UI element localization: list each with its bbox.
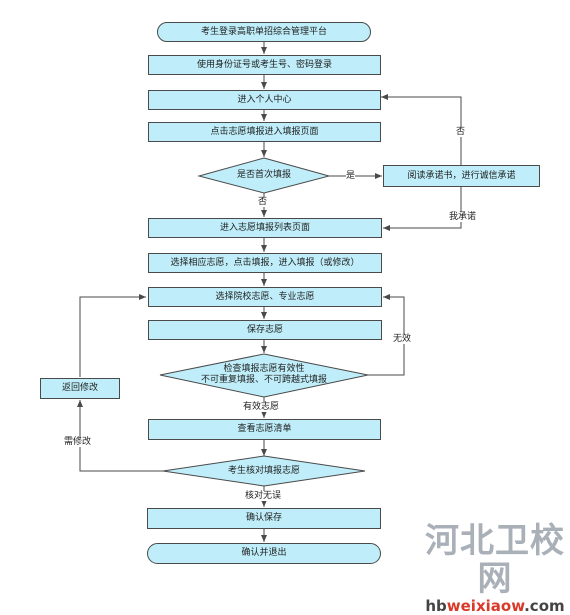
step-click-fill: 点击志愿填报进入填报页面 bbox=[148, 122, 381, 142]
end-node: 确认并退出 bbox=[147, 543, 381, 564]
arrow-promise-no-to-center bbox=[381, 94, 462, 165]
edge-label-no-first: 否 bbox=[258, 197, 268, 207]
watermark-url-suffix: .com bbox=[524, 597, 565, 615]
watermark-url: hbweixiaow.com bbox=[420, 598, 570, 614]
decision-check-validity bbox=[159, 353, 369, 398]
step-login: 使用身份证号或考生号、密码登录 bbox=[148, 55, 381, 75]
watermark-url-prefix: hb bbox=[425, 597, 447, 615]
edge-label-no-promise: 否 bbox=[456, 127, 466, 137]
arrow-need-modify bbox=[77, 400, 165, 472]
edge-label-valid: 有效志愿 bbox=[243, 402, 280, 412]
edge-label-need-modify: 需修改 bbox=[64, 437, 92, 447]
check-line-2: 不可重复填报、不可跨越式填报 bbox=[200, 375, 327, 385]
step-return-modify: 返回修改 bbox=[40, 378, 120, 399]
start-node: 考生登录高职单招综合管理平台 bbox=[157, 22, 371, 42]
decision-check-validity-label: 检查填报志愿有效性 不可重复填报、不可跨越式填报 bbox=[180, 364, 348, 386]
step-enter-center: 进入个人中心 bbox=[148, 90, 381, 110]
step-enter-list: 进入志愿填报列表页面 bbox=[148, 218, 382, 238]
decision-verify bbox=[162, 455, 366, 487]
step-view-list: 查看志愿清单 bbox=[148, 419, 381, 440]
edge-label-promised: 我承诺 bbox=[449, 212, 477, 222]
watermark-url-mid: weixiaow bbox=[446, 597, 525, 615]
step-read-promise: 阅读承诺书，进行诚信承诺 bbox=[383, 165, 540, 187]
step-confirm-save: 确认保存 bbox=[147, 508, 381, 529]
decision-first-time-label: 是否首次填报 bbox=[236, 170, 291, 180]
edge-label-verified: 核对无误 bbox=[245, 491, 282, 501]
edge-label-invalid: 无效 bbox=[393, 334, 412, 344]
check-line-1: 检查填报志愿有效性 bbox=[223, 364, 305, 374]
decision-verify-label: 考生核对填报志愿 bbox=[227, 466, 300, 476]
watermark-cn: 河北卫校网 bbox=[425, 521, 565, 599]
step-select-fill: 选择相应志愿，点击填报，进入填报（或修改） bbox=[148, 253, 382, 273]
edge-label-yes: 是 bbox=[346, 171, 356, 181]
watermark: 河北卫校网 hbweixiaow.com bbox=[420, 522, 570, 614]
step-save: 保存志愿 bbox=[148, 320, 382, 340]
arrow-return-modify bbox=[79, 294, 146, 377]
step-select-school: 选择院校志愿、专业志愿 bbox=[148, 287, 382, 307]
arrow-promise-to-list bbox=[383, 187, 462, 231]
decision-first-time bbox=[197, 157, 331, 194]
flowchart-connectors bbox=[77, 41, 462, 542]
